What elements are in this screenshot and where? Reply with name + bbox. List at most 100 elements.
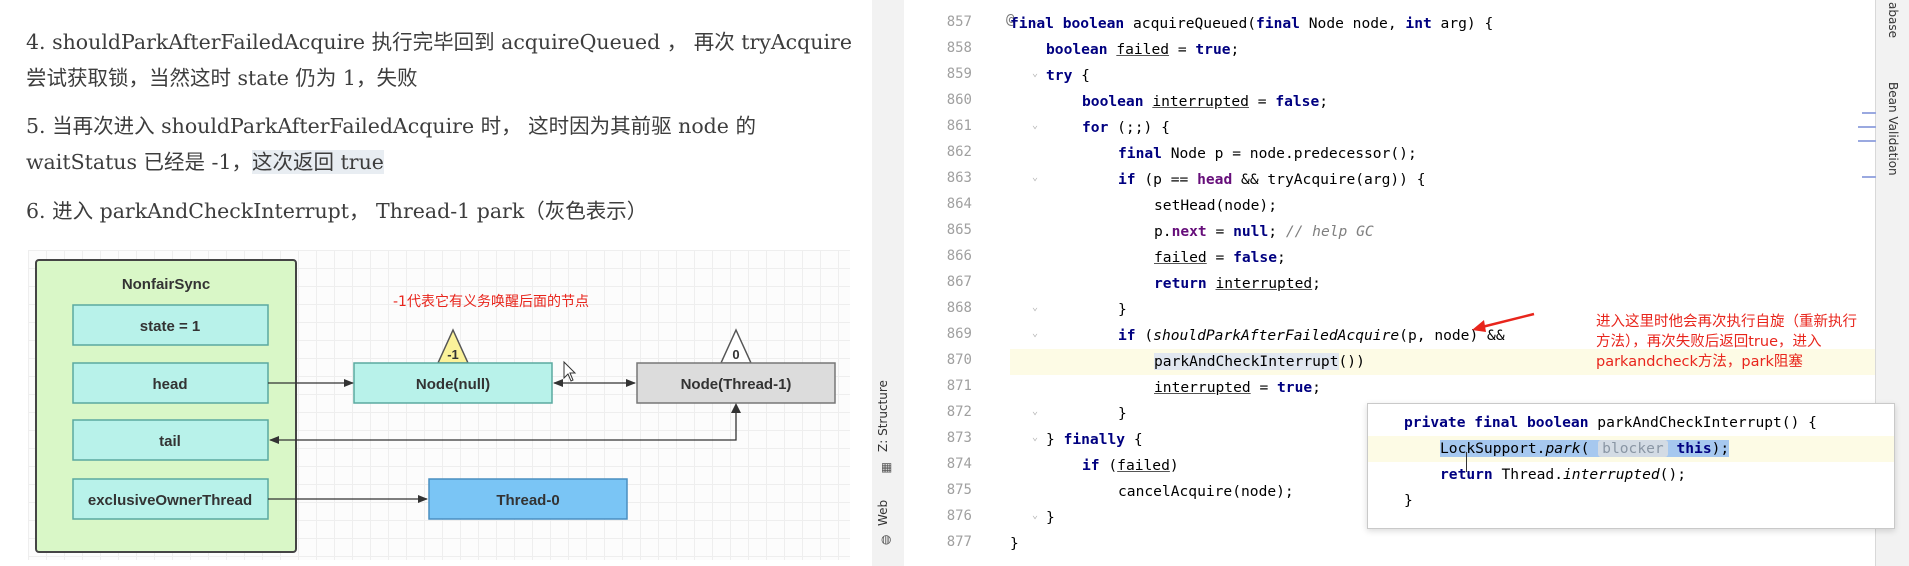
line-number: 864: [946, 196, 972, 212]
node-thread1-box: [636, 362, 836, 404]
node-null-box: [353, 362, 553, 404]
popup-class-ref: LockSupport.: [1440, 440, 1546, 457]
list-item-5: 5. 当再次进入 shouldParkAfterFailedAcquire 时，…: [26, 108, 856, 180]
tail-field-label: tail: [159, 433, 181, 450]
line-number: 871: [946, 378, 972, 394]
line-number: 860: [946, 92, 972, 108]
fold-marker-icon[interactable]: ⌄: [1032, 406, 1039, 417]
code-line: }: [1010, 535, 1019, 552]
line-number: 859: [946, 66, 972, 82]
list-item-5-line-2-text: waitStatus 已经是 -1，: [26, 150, 253, 174]
code-line: boolean interrupted = false;: [1082, 93, 1329, 110]
line-number: 857: [946, 14, 972, 30]
line-number: 869: [946, 326, 972, 342]
line-number: 866: [946, 248, 972, 264]
line-number: 875: [946, 482, 972, 498]
popup-line: }: [1368, 488, 1894, 514]
code-line: if (p == head && tryAcquire(arg)) {: [1118, 171, 1426, 188]
highlighted-text: 这次返回 true: [252, 150, 384, 174]
structure-tool-tab[interactable]: Z: Structure: [876, 380, 890, 452]
code-annotation: 进入这里时他会再次执行自旋（重新执行 方法），再次失败后返回true，进入 pa…: [1596, 312, 1896, 372]
code-line: }: [1046, 509, 1055, 526]
queue-diagram: NonfairSync state = 1 head tail exclusiv…: [28, 250, 850, 560]
line-number: 873: [946, 430, 972, 446]
line-number: 872: [946, 404, 972, 420]
parameter-hint: blocker: [1598, 440, 1668, 457]
fold-marker-icon[interactable]: ⌄: [1032, 432, 1039, 443]
code-line: failed = false;: [1154, 249, 1286, 266]
code-line: final boolean acquireQueued(final Node n…: [1010, 15, 1494, 32]
line-number: 870: [946, 352, 972, 368]
mouse-cursor-icon: [563, 360, 577, 382]
code-line: try {: [1046, 67, 1090, 84]
popup-line: private final boolean parkAndCheckInterr…: [1404, 414, 1817, 431]
list-item-5-line-2: waitStatus 已经是 -1，这次返回 true: [26, 144, 856, 180]
error-stripe-mark[interactable]: [1862, 176, 1876, 178]
code-line: }: [1118, 405, 1127, 422]
code-line: if (failed): [1082, 457, 1179, 474]
popup-closing-brace: }: [1404, 492, 1413, 509]
diagram-annotation: -1代表它有义务唤醒后面的节点: [393, 293, 589, 310]
code-line-current: parkAndCheckInterrupt()): [1010, 349, 1880, 375]
code-line: final Node p = node.predecessor();: [1118, 145, 1417, 162]
diagram-svg: NonfairSync state = 1 head tail exclusiv…: [35, 259, 836, 553]
code-line: return interrupted;: [1154, 275, 1321, 292]
globe-icon: ◍: [881, 532, 892, 546]
line-number: 862: [946, 144, 972, 160]
line-number: 876: [946, 508, 972, 524]
code-line: setHead(node);: [1154, 197, 1278, 214]
popup-method-ref: park: [1545, 440, 1581, 457]
nonfairsync-title: NonfairSync: [122, 276, 210, 293]
line-number: 874: [946, 456, 972, 472]
node-thread1-label: Node(Thread-1): [681, 376, 792, 393]
web-tool-tab[interactable]: Web: [876, 499, 890, 526]
list-item-6-line-1: 6. 进入 parkAndCheckInterrupt， Thread-1 pa…: [26, 199, 648, 223]
head-field: [72, 362, 269, 404]
popup-line-current: LockSupport.park( blocker this);: [1368, 436, 1894, 462]
state-field: [72, 304, 269, 346]
line-number: 868: [946, 300, 972, 316]
tail-arrow-head: [731, 403, 741, 413]
line-number: 863: [946, 170, 972, 186]
error-stripe-mark[interactable]: [1862, 112, 1876, 114]
red-arrow-icon: [1472, 312, 1535, 332]
line-number: 867: [946, 274, 972, 290]
thread0-box: [428, 478, 628, 520]
exclusive-owner-field-label: exclusiveOwnerThread: [88, 492, 252, 509]
tail-to-node-thread1-arrow: [269, 405, 737, 444]
fold-marker-icon[interactable]: ⌄: [1032, 510, 1039, 521]
line-number: 861: [946, 118, 972, 134]
line-number: 858: [946, 40, 972, 56]
fold-marker-icon[interactable]: ⌄: [1032, 68, 1039, 79]
code-editor[interactable]: final boolean acquireQueued(final Node n…: [1010, 0, 1880, 566]
code-line: } finally {: [1046, 431, 1143, 448]
head-field-label: head: [152, 376, 187, 393]
error-stripe-mark[interactable]: [1858, 140, 1876, 142]
database-tool-tab[interactable]: abase: [1886, 2, 1900, 38]
error-stripe-mark[interactable]: [1858, 126, 1876, 128]
bean-validation-tool-tab[interactable]: Bean Validation: [1886, 82, 1900, 176]
list-item-6: 6. 进入 parkAndCheckInterrupt， Thread-1 pa…: [26, 193, 856, 229]
list-item-4: 4. shouldParkAfterFailedAcquire 执行完毕回到 a…: [26, 24, 856, 96]
code-line: }: [1118, 301, 1127, 318]
fold-marker-icon[interactable]: ⌄: [1032, 302, 1039, 313]
node-null-label: Node(null): [416, 376, 490, 393]
code-line: boolean failed = true;: [1046, 41, 1240, 58]
code-annotation-line-3: parkandcheck方法，park阻塞: [1596, 354, 1803, 370]
quick-definition-popup[interactable]: private final boolean parkAndCheckInterr…: [1367, 403, 1895, 529]
popup-line: return Thread.interrupted();: [1440, 466, 1687, 483]
fold-marker-icon[interactable]: ⌄: [1032, 328, 1039, 339]
structure-icon: ▦: [881, 460, 893, 474]
left-tool-strip: Z: Structure ▦ Web ◍: [872, 0, 905, 566]
override-at-icon: @: [1006, 12, 1015, 28]
node-null-status: -1: [447, 347, 459, 362]
list-item-5-line-1: 5. 当再次进入 shouldParkAfterFailedAcquire 时，…: [26, 114, 756, 138]
code-line: if (shouldParkAfterFailedAcquire(p, node…: [1118, 327, 1505, 344]
fold-marker-icon[interactable]: ⌄: [1032, 120, 1039, 131]
fold-marker-icon[interactable]: ⌄: [1032, 16, 1039, 27]
node-thread1-status: 0: [732, 347, 739, 362]
fold-marker-icon[interactable]: ⌄: [1032, 172, 1039, 183]
code-line: for (;;) {: [1082, 119, 1170, 136]
code-annotation-line-2: 方法），再次失败后返回true，进入: [1596, 334, 1822, 350]
